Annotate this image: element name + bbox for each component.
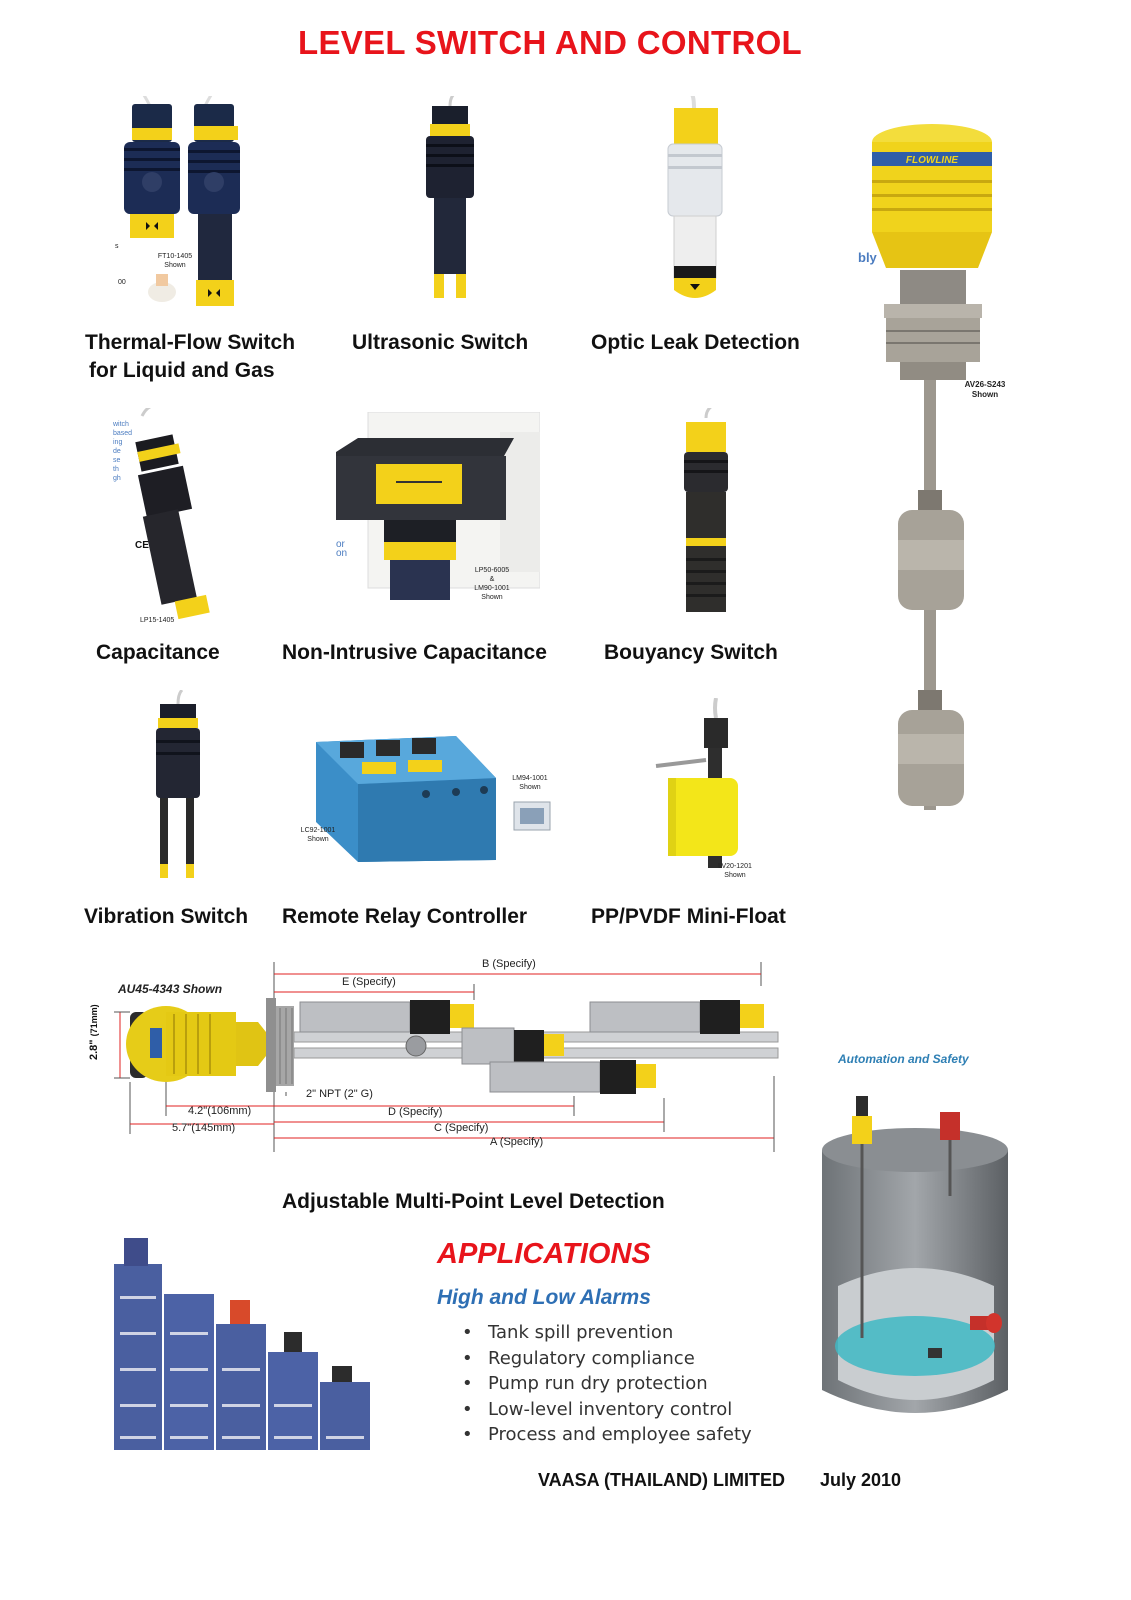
list-item: • Tank spill prevention xyxy=(452,1320,752,1346)
mini-float-image xyxy=(655,698,738,868)
bullet: • xyxy=(462,1322,473,1343)
multipoint-model-note: AU45-4343 Shown xyxy=(118,982,223,996)
cropped-text-fragment: 00 xyxy=(118,279,126,286)
dimension-b: B (Specify) xyxy=(482,958,536,970)
applications-subtitle: High and Low Alarms xyxy=(437,1286,651,1309)
tall-float-model-note: AV26-S243 Shown xyxy=(964,380,1006,399)
remote-relay-controller-image xyxy=(316,736,496,862)
dimension-e: E (Specify) xyxy=(342,976,396,988)
application-item: Low-level inventory control xyxy=(488,1398,733,1420)
list-item: • Regulatory compliance xyxy=(452,1346,752,1372)
bullet: • xyxy=(462,1347,473,1369)
dimension-npt: 2" NPT (2" G) xyxy=(306,1088,373,1100)
non-intrusive-capacitance-image xyxy=(336,412,540,600)
dimension-d2: 5.7"(145mm) xyxy=(172,1122,236,1134)
bouyancy-switch-image xyxy=(684,408,728,612)
application-item: Process and employee safety xyxy=(488,1424,752,1445)
capacitance-switch-image xyxy=(135,408,210,620)
non-intrusive-model-note: LP50-6005 & LM90-1001 Shown xyxy=(474,567,510,601)
mini-float-model-note: LV20-1201 Shown xyxy=(718,863,752,879)
dimension-a: A (Specify) xyxy=(490,1136,544,1148)
cropped-text-fragment: s xyxy=(115,243,119,250)
relay-module-model-note: LM94-1001 Shown xyxy=(512,775,548,791)
caption-vibration: Vibration Switch xyxy=(84,905,249,928)
relay-module-image xyxy=(513,801,551,831)
bullet: • xyxy=(462,1398,473,1420)
applications-title: APPLICATIONS xyxy=(437,1238,651,1270)
caption-ultrasonic: Ultrasonic Switch xyxy=(352,331,529,354)
vibration-switch-image xyxy=(156,690,200,878)
application-item: Pump run dry protection xyxy=(488,1373,708,1394)
list-item: • Process and employee safety xyxy=(452,1422,752,1448)
bullet: • xyxy=(462,1424,473,1445)
applications-list: • Tank spill prevention • Regulatory compl… xyxy=(452,1320,752,1448)
caption-bouyancy: Bouyancy Switch xyxy=(604,641,778,664)
bullet: • xyxy=(462,1373,473,1394)
cropped-text-fragment: witch based ing de se th gh xyxy=(113,421,133,482)
dimension-height-mm: (71mm) xyxy=(89,1004,99,1037)
tank-label: Automation and Safety xyxy=(838,1052,969,1066)
tank-illustration xyxy=(822,1096,1008,1413)
footer-company: VAASA (THAILAND) LIMITED xyxy=(538,1470,785,1490)
dimension-c: C (Specify) xyxy=(434,1122,489,1134)
brand-logo: FLOWLINE xyxy=(906,155,959,166)
caption-mini-float: PP/PVDF Mini-Float xyxy=(591,905,786,928)
caption-optic-leak: Optic Leak Detection xyxy=(591,331,800,354)
list-item: • Pump run dry protection xyxy=(452,1371,752,1397)
list-item: • Low-level inventory control xyxy=(452,1397,752,1423)
cropped-text-fragment: or on xyxy=(336,539,348,559)
product-boxes-image xyxy=(114,1238,370,1450)
cropped-text-fragment: bly xyxy=(858,250,877,265)
thermal-model-note: FT10-1405 Shown xyxy=(157,253,193,269)
caption-thermal-flow: Thermal-Flow Switch xyxy=(85,331,296,354)
caption-thermal-flow-line2: for Liquid and Gas xyxy=(89,359,275,382)
tall-float-switch-image: FLOWLINE xyxy=(872,124,992,810)
footer-date: July 2010 xyxy=(820,1470,902,1490)
ultrasonic-switch-image xyxy=(426,96,474,298)
caption-capacitance: Capacitance xyxy=(96,641,220,664)
caption-remote-relay: Remote Relay Controller xyxy=(282,905,528,928)
caption-non-intrusive-capacitance: Non-Intrusive Capacitance xyxy=(282,641,547,664)
capacitance-model-note: LP15-1405 xyxy=(140,617,175,624)
application-item: Regulatory compliance xyxy=(488,1347,695,1369)
multipoint-caption: Adjustable Multi-Point Level Detection xyxy=(282,1190,665,1213)
dimension-height-value: 2.8" xyxy=(88,1039,100,1060)
multipoint-dimension-diagram xyxy=(114,962,779,1152)
dimension-d1: 4.2"(106mm) xyxy=(188,1105,252,1117)
thermal-flow-switch-image xyxy=(124,96,240,306)
ce-mark: CE xyxy=(135,540,149,551)
dimension-d: D (Specify) xyxy=(388,1106,443,1118)
optic-leak-detection-image xyxy=(667,96,723,298)
relay-model-note: LC92-1001 Shown xyxy=(300,827,336,843)
page-title: LEVEL SWITCH AND CONTROL xyxy=(297,24,803,61)
application-item: Tank spill prevention xyxy=(488,1322,674,1343)
dimension-height: 2.8" (71mm) xyxy=(88,1004,100,1060)
